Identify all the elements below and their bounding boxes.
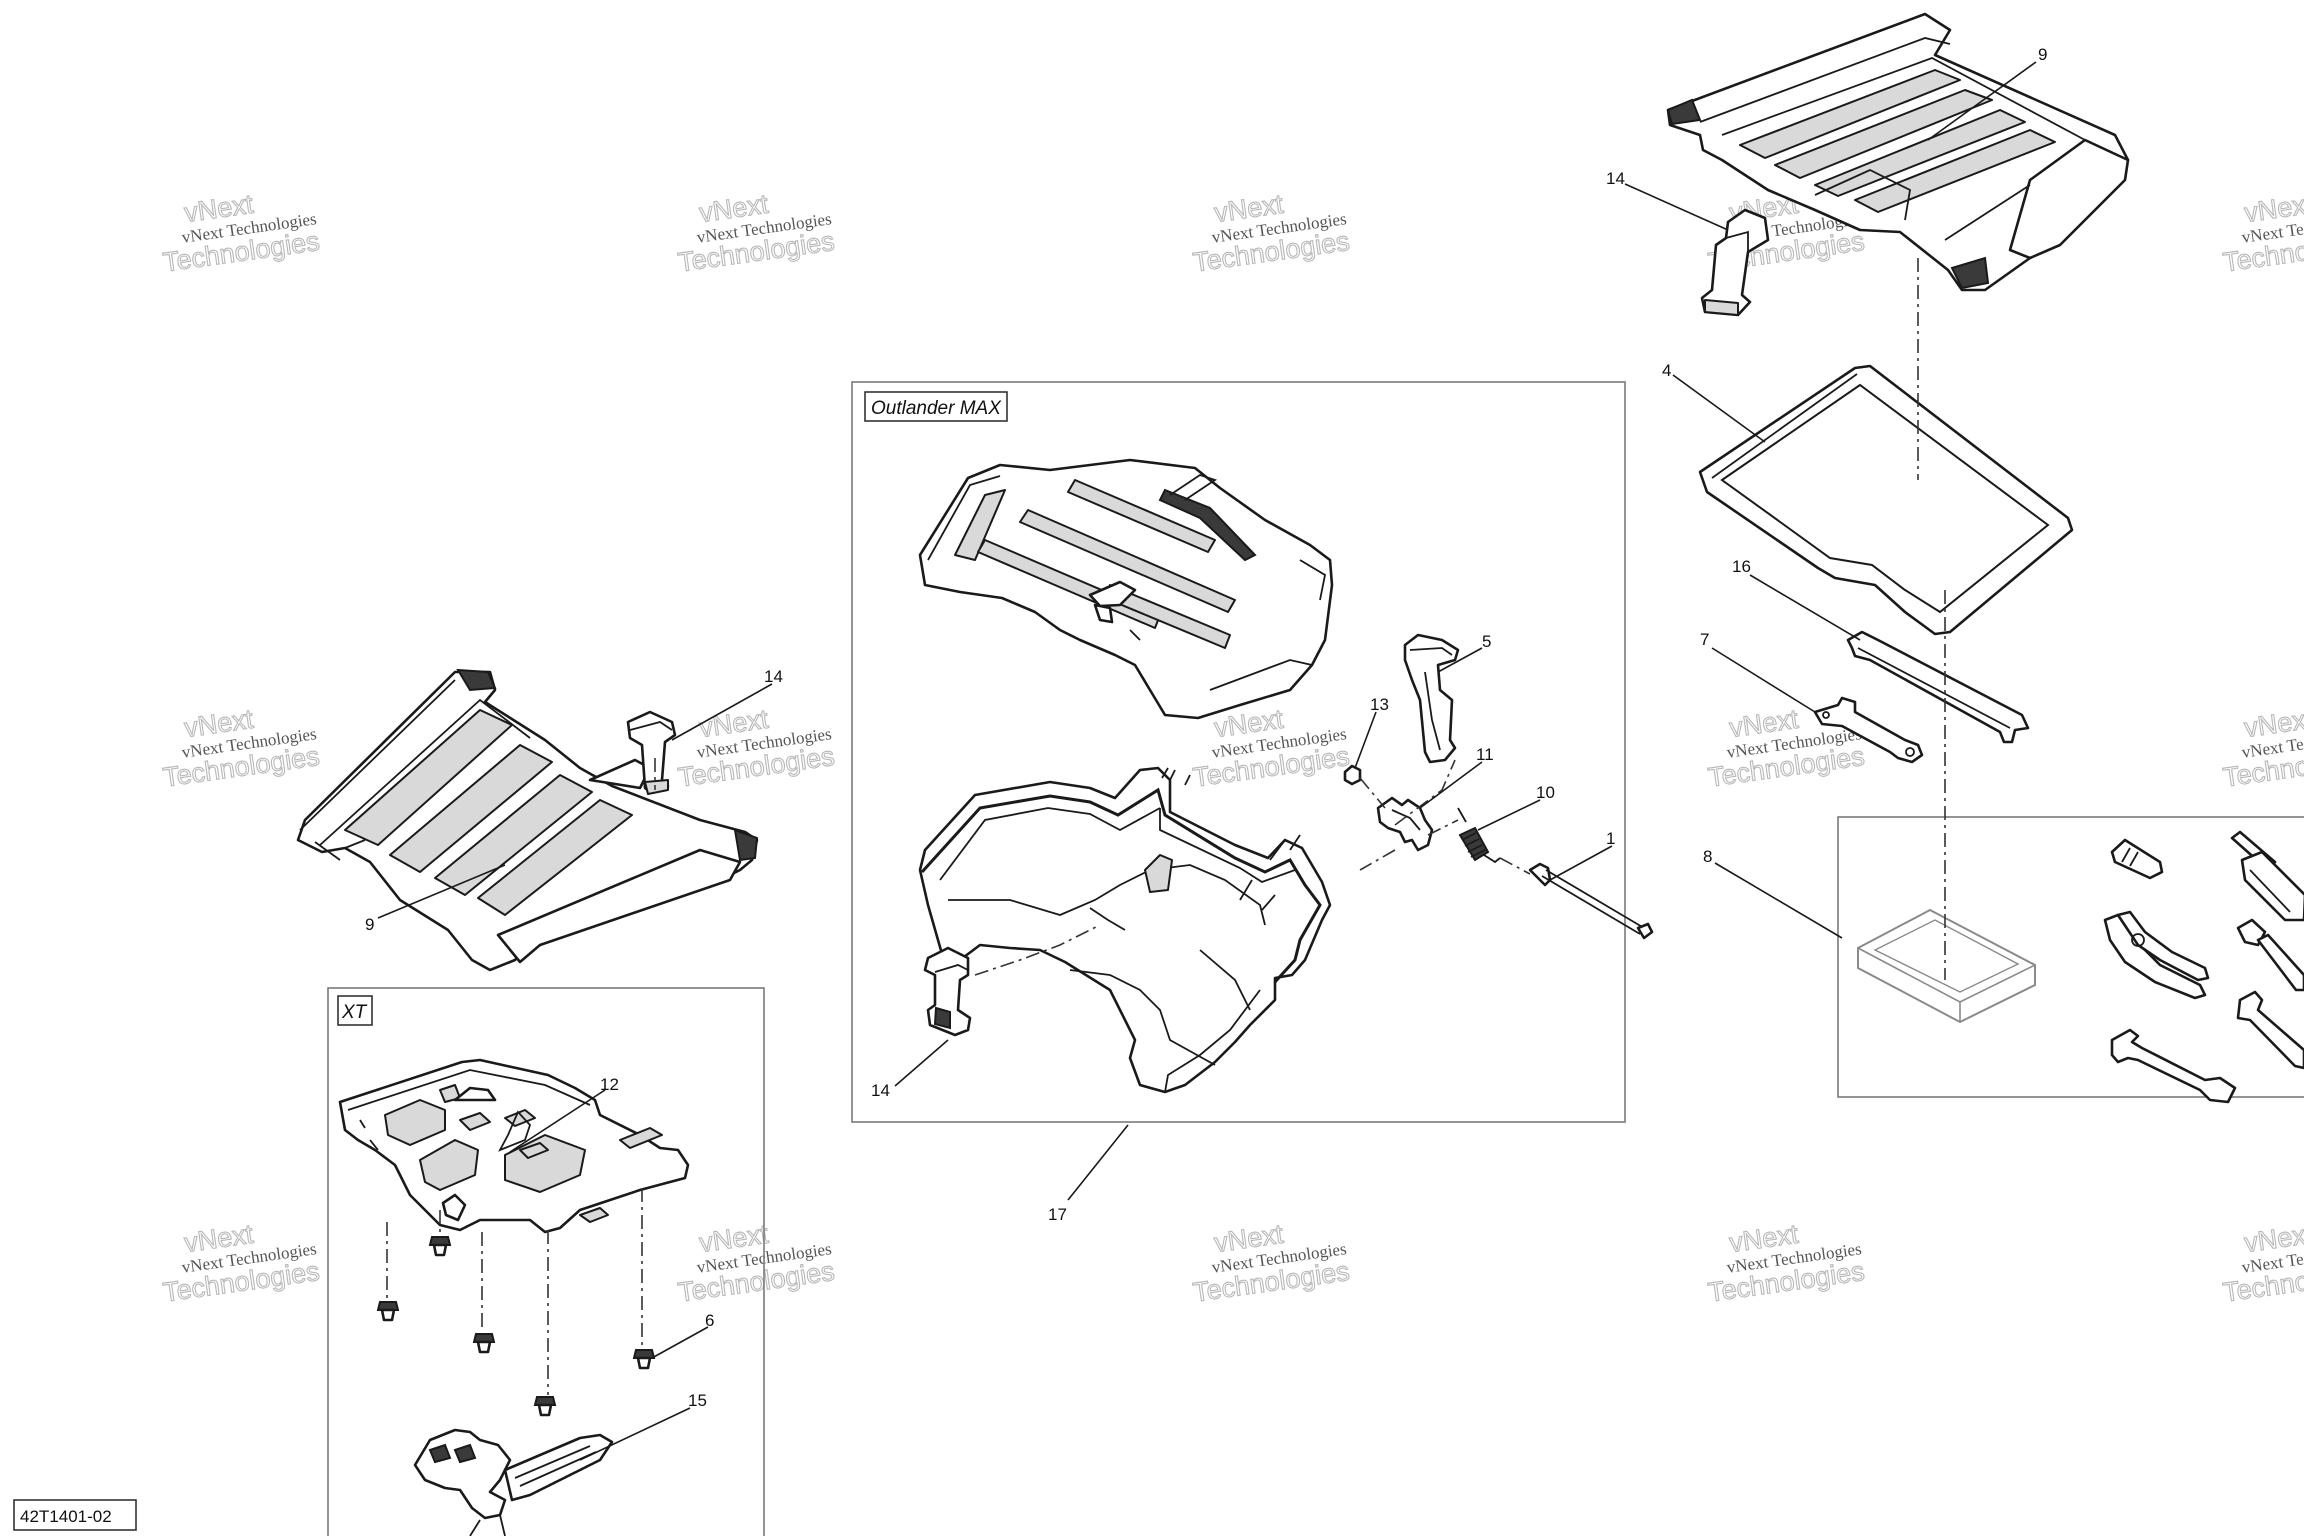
callout-17: 17 xyxy=(1048,1205,1067,1224)
callout-5: 5 xyxy=(1482,632,1491,651)
xt-group-box xyxy=(327,987,765,1536)
box-clip-part xyxy=(923,946,972,1037)
push-pin xyxy=(533,1396,557,1417)
xt-label-frame xyxy=(337,995,373,1026)
pliers-tool xyxy=(2103,910,2210,1000)
strap-part xyxy=(413,1428,614,1536)
watermark: vNext Technologies vNext Technologies xyxy=(161,1218,322,1308)
outlander-max-box-part xyxy=(918,766,1332,1094)
callout-8: 8 xyxy=(1703,847,1712,866)
callout-1: 1 xyxy=(1606,829,1615,848)
callout-15: 15 xyxy=(688,1391,707,1410)
push-pin xyxy=(472,1333,496,1354)
callout-6: 6 xyxy=(705,1311,714,1330)
callout-9-left: 9 xyxy=(365,915,374,934)
bracket-part xyxy=(1846,630,2030,744)
socket-wrench-tool xyxy=(2236,918,2304,992)
watermark: vNext Technologies vNext Technologies xyxy=(676,1218,837,1308)
callouts: 9 14 4 16 7 8 14 9 5 13 11 10 1 14 17 12… xyxy=(365,45,2047,1410)
callout-4: 4 xyxy=(1662,361,1671,380)
nut-part xyxy=(1343,764,1362,786)
watermark: vNext Technologies vNext Technologies xyxy=(2221,188,2304,278)
callout-12: 12 xyxy=(600,1075,619,1094)
callout-11: 11 xyxy=(1476,745,1494,764)
latch-part xyxy=(1403,633,1460,764)
screwdriver-tool xyxy=(2230,830,2304,922)
spring-part xyxy=(1457,807,1501,864)
callout-13: 13 xyxy=(1370,695,1389,714)
pin-part xyxy=(1528,862,1654,940)
watermark: vNext Technologies vNext Technologies xyxy=(676,188,837,278)
hinge-part xyxy=(1376,796,1434,852)
watermark: vNext Technologies vNext Technologies xyxy=(1191,188,1352,278)
callout-16: 16 xyxy=(1732,557,1751,576)
xt-label: XT xyxy=(341,1002,368,1023)
left-clip-part xyxy=(626,710,677,795)
callout-9-top: 9 xyxy=(2038,45,2047,64)
push-pin xyxy=(428,1236,452,1257)
watermark: vNext Technologies vNext Technologies xyxy=(2221,703,2304,793)
callout-10: 10 xyxy=(1536,783,1555,802)
kit-tools xyxy=(2103,830,2304,1104)
outlander-max-label-frame xyxy=(864,391,1008,422)
top-rack-part xyxy=(1666,12,2130,292)
push-pin-fasteners xyxy=(376,1236,656,1417)
watermark: vNext Technologies vNext Technologies xyxy=(1706,1218,1867,1308)
wrench-tool xyxy=(2236,990,2304,1070)
watermark: vNext Technologies vNext Technologies xyxy=(161,188,322,278)
watermark: vNext Technologies vNext Technologies xyxy=(676,703,837,793)
push-pin xyxy=(376,1301,400,1322)
outlander-max-label: Outlander MAX xyxy=(871,398,1002,419)
wrench-tool-part xyxy=(1813,696,1924,764)
xt-tray-part xyxy=(338,1058,690,1234)
frame-part xyxy=(1698,364,2074,636)
left-rack-part xyxy=(296,668,759,972)
watermark: vNext Technologies vNext Technologies xyxy=(1191,1218,1352,1308)
callout-14-left: 14 xyxy=(764,667,783,686)
outlander-max-group-box xyxy=(851,381,1626,1123)
open-end-wrench-tool xyxy=(2110,1028,2237,1104)
outlander-max-lid-part xyxy=(918,458,1334,720)
watermark: vNext Technologies vNext Technologies xyxy=(2221,1218,2304,1308)
watermark: vNext Technologies vNext Technologies xyxy=(161,703,322,793)
push-pin xyxy=(632,1349,656,1370)
leader-lines xyxy=(377,61,2037,1461)
tool-kit-group-box xyxy=(1837,816,2304,1098)
fuse-puller-tool xyxy=(2110,838,2164,880)
drawing-code: 42T1401-02 xyxy=(20,1507,112,1526)
alignment-lines xyxy=(386,258,1946,1395)
tool-kit-bag-part xyxy=(1857,908,2036,1024)
callout-14-mid: 14 xyxy=(871,1081,890,1100)
drawing-code-frame xyxy=(13,1499,137,1531)
top-clip-part xyxy=(1700,208,1770,317)
callout-14-top: 14 xyxy=(1606,169,1625,188)
callout-7: 7 xyxy=(1700,630,1709,649)
